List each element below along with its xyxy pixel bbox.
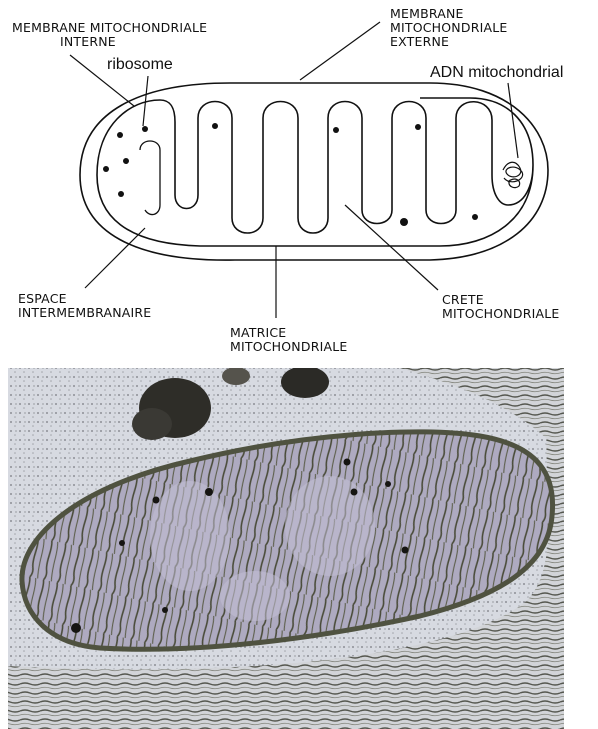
label-line: MITOCHONDRIALE (230, 340, 347, 354)
label-membrane-externe: MEMBRANE MITOCHONDRIALE EXTERNE (390, 7, 507, 49)
label-line: EXTERNE (390, 35, 507, 49)
label-line: INTERMEMBRANAIRE (18, 306, 151, 320)
ribosome-dot (118, 191, 124, 197)
label-line: CRETE (442, 293, 559, 307)
label-line: MATRICE (230, 326, 347, 340)
ribosome-dot (103, 166, 109, 172)
label-line: MEMBRANE (390, 7, 507, 21)
label-line: MITOCHONDRIALE (390, 21, 507, 35)
label-line: MITOCHONDRIALE (442, 307, 559, 321)
ribosome-dot (123, 158, 129, 164)
left-crista (140, 141, 160, 215)
ribosome-dot (212, 123, 218, 129)
inner-membrane (97, 98, 533, 246)
ribosome-dot (400, 218, 408, 226)
ribosome-dot (117, 132, 123, 138)
label-line: INTERNE (12, 35, 207, 49)
label-line: MEMBRANE MITOCHONDRIALE (12, 21, 207, 35)
electron-micrograph (0, 366, 598, 729)
label-espace: ESPACE INTERMEMBRANAIRE (18, 292, 151, 320)
ribosome-dot (415, 124, 421, 130)
label-membrane-interne: MEMBRANE MITOCHONDRIALE INTERNE (12, 21, 207, 49)
label-line: ESPACE (18, 292, 151, 306)
ribosome-dot (333, 127, 339, 133)
ribosome-dot (142, 126, 148, 132)
dna-squiggle (503, 162, 523, 187)
label-matrice: MATRICE MITOCHONDRIALE (230, 326, 347, 354)
label-adn: ADN mitochondrial (430, 64, 563, 82)
label-crete: CRETE MITOCHONDRIALE (442, 293, 559, 321)
label-ribosome: ribosome (107, 56, 173, 74)
ribosome-dot (472, 214, 478, 220)
